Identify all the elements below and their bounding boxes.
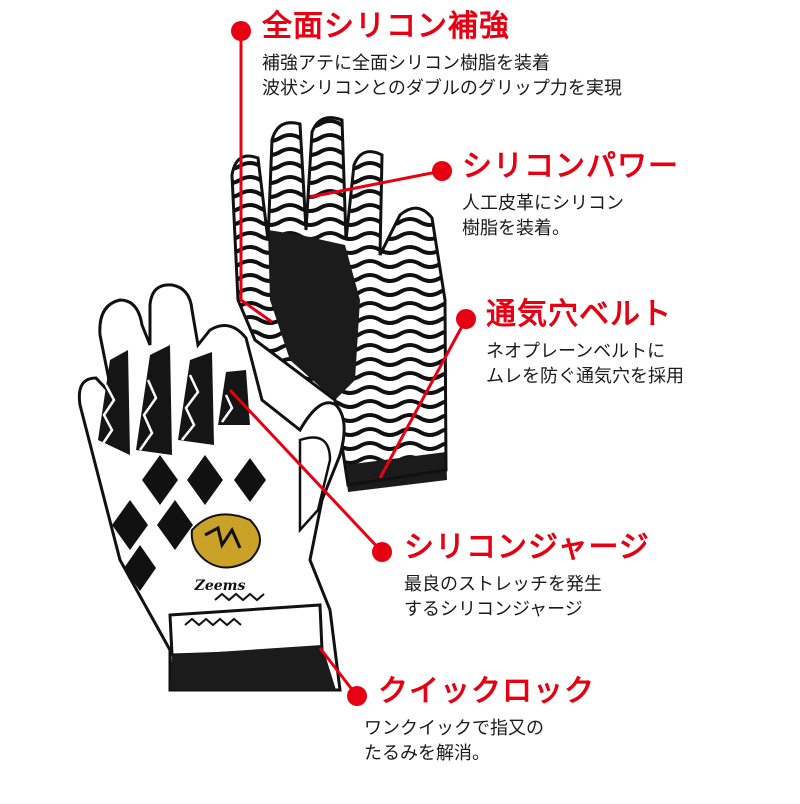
leader-line-3: [378, 318, 468, 479]
callout-description-line: するシリコンジャージ: [404, 598, 583, 620]
callout-description-line: 波状シリコンとのダブルのグリップ力を実現: [262, 77, 622, 99]
callout-description-line: 樹脂を装着。: [462, 217, 570, 239]
callout-quick-lock: クイックロック ワンクイックで指又の たるみを解消。: [364, 674, 595, 766]
callout-description: 人工皮革にシリコン 樹脂を装着。: [462, 191, 679, 241]
callout-silicone-jersey: シリコンジャージ 最良のストレッチを発生 するシリコンジャージ: [404, 530, 650, 622]
callout-silicone-power: シリコンパワー 人工皮革にシリコン 樹脂を装着。: [462, 149, 679, 241]
wave-stripe: [232, 133, 446, 143]
wave-stripe: [232, 119, 446, 129]
leader-line-1: [239, 31, 273, 324]
callout-description-line: 最良のストレッチを発生: [404, 573, 602, 595]
callout-description: 最良のストレッチを発生 するシリコンジャージ: [404, 572, 650, 622]
wave-stripe: [220, 107, 480, 113]
callout-dot-5: [347, 686, 367, 706]
callout-description: 補強アテに全面シリコン樹脂を装着 波状シリコンとのダブルのグリップ力を実現: [262, 51, 622, 101]
callout-dot-2: [432, 161, 452, 181]
callout-dot-4: [372, 542, 392, 562]
callout-title: 通気穴ベルト: [486, 297, 672, 332]
leader-line-4: [228, 388, 384, 554]
callout-description-line: ムレを防ぐ通気穴を採用: [486, 365, 684, 387]
callout-title: シリコンパワー: [462, 149, 679, 184]
callout-leaders: [228, 21, 476, 706]
callout-dot-1: [231, 21, 251, 41]
callout-dot-3: [456, 309, 476, 329]
wave-stripe: [232, 147, 446, 157]
front-glove: Zeems: [77, 283, 346, 692]
callout-title: シリコンジャージ: [404, 530, 650, 565]
leader-line-2: [309, 169, 443, 199]
callout-title: 全面シリコン補強: [262, 9, 510, 44]
callout-description: ネオプレーンベルトに ムレを防ぐ通気穴を採用: [486, 339, 684, 389]
callout-description-line: 補強アテに全面シリコン樹脂を装着: [262, 52, 550, 74]
callout-title: クイックロック: [378, 674, 595, 709]
back-glove: [220, 107, 480, 492]
callout-ventilation-belt: 通気穴ベルト ネオプレーンベルトに ムレを防ぐ通気穴を採用: [486, 297, 684, 389]
callout-description-line: ワンクイックで指又の: [364, 717, 544, 739]
brand-logo: Zeems: [194, 578, 246, 594]
leader-line-5: [318, 647, 359, 697]
callout-description-line: 人工皮革にシリコン: [462, 192, 624, 214]
callout-description: ワンクイックで指又の たるみを解消。: [364, 716, 595, 766]
callout-description-line: たるみを解消。: [364, 742, 490, 764]
callout-description-line: ネオプレーンベルトに: [486, 340, 666, 362]
brand-logo-text: Zeems: [194, 578, 246, 594]
callout-full-silicone-reinforcement: 全面シリコン補強 補強アテに全面シリコン樹脂を装着 波状シリコンとのダブルのグリ…: [262, 9, 622, 101]
